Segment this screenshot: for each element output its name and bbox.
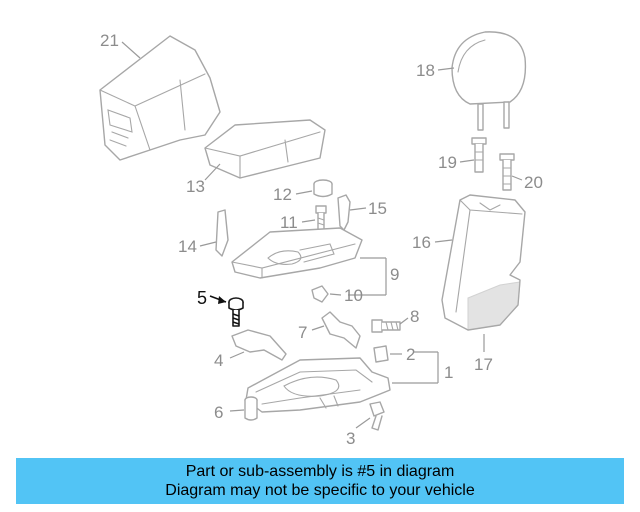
callout-19: 19 [438,153,457,172]
callout-2: 2 [406,345,415,364]
part-16-seat-back[interactable] [441,194,526,331]
part-13-armrest-pad[interactable] [204,119,326,179]
part-2-clip[interactable] [373,345,389,363]
callout-6: 6 [214,403,223,422]
leader-4 [229,351,245,359]
part-12-cap[interactable] [313,179,333,198]
leader-11 [301,219,316,223]
leader-18 [437,67,455,71]
part-19-guide[interactable] [471,137,487,173]
callout-20: 20 [524,173,543,192]
callout-1: 1 [444,363,453,382]
part-1-seat-base[interactable] [245,357,391,413]
callout-5: 5 [197,288,207,308]
parts-diagram: 21 13 12 11 15 14 9 [99,31,543,448]
leader-16 [434,239,453,243]
part-15-clip[interactable] [337,194,351,231]
leader-7 [311,325,325,331]
part-20-guide[interactable] [499,153,515,191]
banner-line-2: Diagram may not be specific to your vehi… [165,482,475,499]
leader-10 [329,293,342,296]
part-14-strap[interactable] [215,209,229,257]
callout-10: 10 [344,286,363,305]
part-10-clip[interactable] [311,285,329,303]
part-21-console-box[interactable] [99,35,221,161]
part-5-bolt[interactable] [228,297,244,327]
part-6-bushing[interactable] [244,396,258,421]
leader-15 [349,207,367,211]
callout-8: 8 [410,307,419,326]
leader-6 [229,409,245,412]
leader-14 [199,241,217,247]
leader-13 [204,163,221,181]
callout-12: 12 [273,185,292,204]
callout-14: 14 [178,237,197,256]
callout-13: 13 [186,177,205,196]
part-9-tray[interactable] [231,227,363,279]
leader-20 [511,175,523,181]
leader-8 [399,317,409,325]
part-18-headrest[interactable] [451,31,527,131]
banner-line-1: Part or sub-assembly is #5 in diagram [185,463,455,480]
info-banner: Part or sub-assembly is #5 in diagram Di… [16,458,624,504]
callout-17: 17 [474,355,493,374]
callout-9: 9 [390,265,399,284]
callout-21: 21 [100,31,119,50]
leader-3 [355,417,371,429]
part-11-screw[interactable] [315,205,327,231]
callout-11: 11 [280,213,298,232]
leader-9 [348,257,387,296]
leader-12 [295,190,313,195]
arrowhead-5 [218,296,226,304]
callout-18: 18 [416,61,435,80]
callout-16: 16 [412,233,431,252]
leader-19 [459,159,475,163]
callout-7: 7 [298,323,307,342]
callout-15: 15 [368,199,387,218]
leader-21 [121,41,141,59]
part-4-bracket[interactable] [231,329,287,361]
part-3-bolt[interactable] [369,401,385,431]
leader-1 [392,351,439,384]
callout-3: 3 [346,429,355,448]
part-7-bracket[interactable] [321,311,361,349]
part-8-bolt[interactable] [371,319,401,333]
callout-4: 4 [214,351,223,370]
